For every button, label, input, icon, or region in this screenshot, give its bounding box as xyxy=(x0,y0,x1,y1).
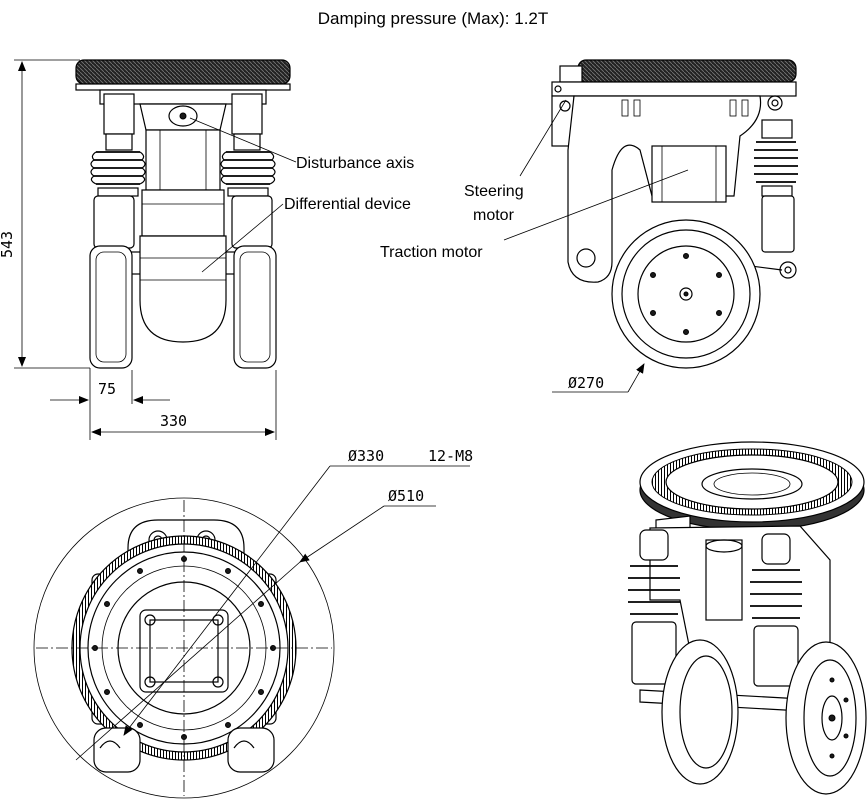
title: Damping pressure (Max): 1.2T xyxy=(318,9,549,28)
dim-wheel-diameter: Ø270 xyxy=(568,374,604,392)
label-traction-motor: Traction motor xyxy=(380,244,483,261)
label-disturbance-axis: Disturbance axis xyxy=(296,155,414,172)
side-view xyxy=(503,59,798,393)
dim-width: 330 xyxy=(160,412,187,430)
isometric-view xyxy=(628,441,867,795)
front-view xyxy=(14,59,297,440)
label-differential-device: Differential device xyxy=(284,196,411,213)
dim-outer-diameter: Ø510 xyxy=(388,487,424,505)
dim-bolt-spec: 12-M8 xyxy=(428,447,473,465)
top-view xyxy=(33,465,470,799)
dim-offset: 75 xyxy=(98,380,116,398)
label-steering-motor-1: Steering xyxy=(464,183,524,200)
dim-bolt-circle: Ø330 xyxy=(348,447,384,465)
label-steering-motor-2: motor xyxy=(473,207,515,224)
dim-height: 543 xyxy=(0,231,16,258)
